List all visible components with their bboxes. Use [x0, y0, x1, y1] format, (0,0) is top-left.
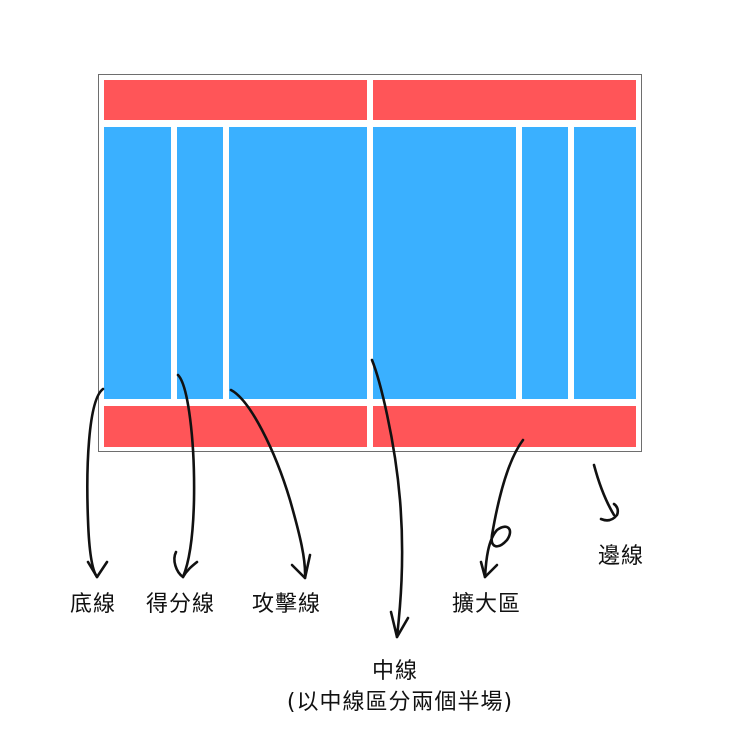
- center-line-note: (以中線區分兩個半場): [286, 690, 514, 715]
- right-attack-column: [373, 127, 516, 399]
- extended-zone-arrow-icon: [479, 438, 525, 579]
- baseline-label: 底線: [70, 592, 117, 617]
- left-end-column: [104, 127, 171, 399]
- right-end-column: [574, 127, 636, 399]
- side-line-arrow-icon: [592, 463, 616, 517]
- top-right-extended-zone: [373, 80, 636, 120]
- right-scoring-column: [522, 127, 568, 399]
- side-line-label: 邊線: [598, 544, 645, 569]
- attack-line-label: 攻擊線: [252, 592, 322, 617]
- bottom-right-extended-zone: [373, 406, 636, 447]
- extended-zone-label: 擴大區: [452, 592, 522, 617]
- bottom-left-extended-zone: [104, 406, 367, 447]
- center-line-label: 中線: [371, 659, 418, 684]
- top-left-extended-zone: [104, 80, 367, 120]
- left-scoring-column: [177, 127, 223, 399]
- left-attack-column: [229, 127, 367, 399]
- scoring-line-label: 得分線: [146, 592, 216, 617]
